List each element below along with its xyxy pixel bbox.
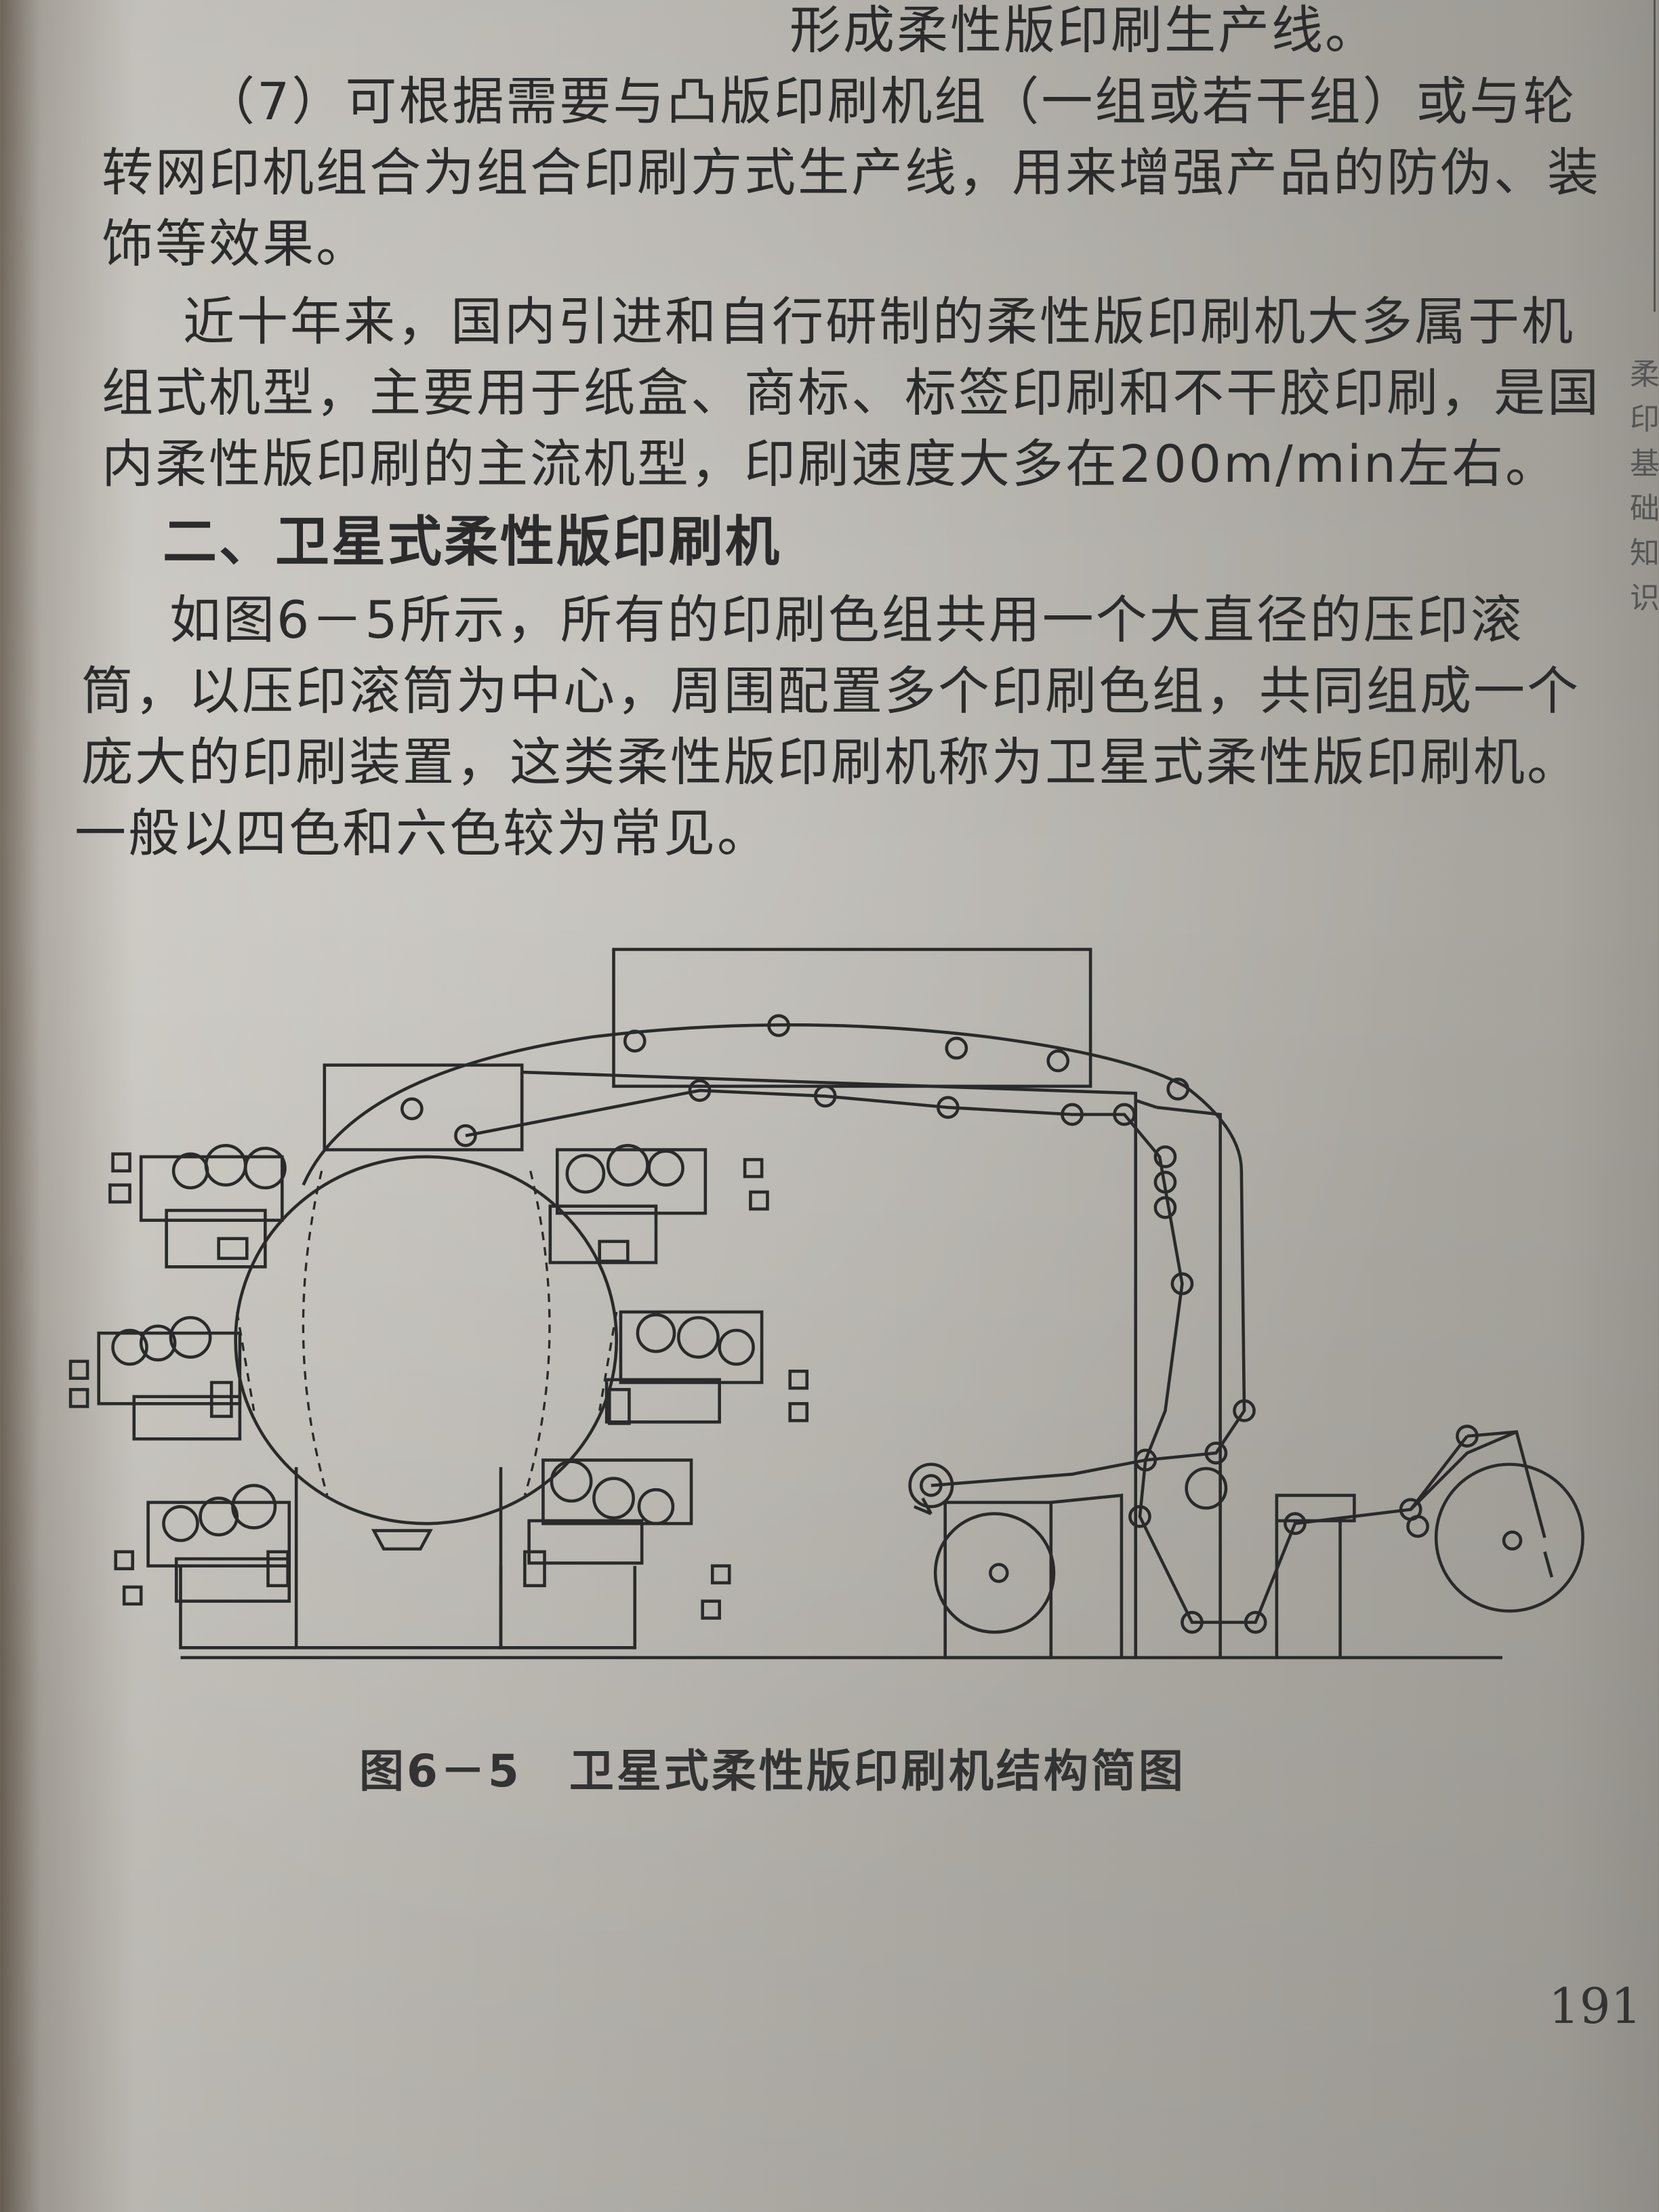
top-fragment-line: 形成柔性版印刷生产线。	[790, 0, 1378, 60]
printing-unit-right-bottom	[523, 1458, 731, 1620]
paragraph-2-line-3: 内柔性版印刷的主流机型，印刷速度大多在200m/min左右。	[102, 434, 1559, 494]
paragraph-3-line-4: 一般以四色和六色较为常见。	[75, 803, 771, 863]
web-path-lower	[465, 1088, 1184, 1488]
side-tab-label: 柔印基础知识	[1630, 357, 1659, 615]
paragraph-1-line-1: （7）可根据需要与凸版印刷机组（一组或若干组）或与轮	[203, 71, 1577, 131]
page-number: 191	[1549, 1978, 1642, 2034]
side-rule	[1654, 0, 1656, 312]
printing-unit-right-top	[548, 1143, 769, 1265]
paragraph-2-line-1: 近十年来，国内引进和自行研制的柔性版印刷机大多属于机	[183, 291, 1575, 352]
impression-cylinder	[234, 1155, 618, 1525]
printing-unit-left-top	[108, 1143, 287, 1269]
paragraph-3-line-2: 筒，以压印滚筒为中心，周围配置多个印刷色组，共同组成一个	[81, 661, 1580, 721]
figure-caption: 图6－5 卫星式柔性版印刷机结构简图	[359, 1745, 1186, 1797]
guide-rollers	[400, 1014, 1479, 1634]
cylinder-dashed-guides	[236, 1170, 618, 1496]
paragraph-2-line-2: 组式机型，主要用于纸盒、商标、标签印刷和不干胶印刷，是国	[102, 363, 1601, 423]
paragraph-3-line-1: 如图6－5所示，所有的印刷色组共用一个大直径的压印滚	[169, 590, 1524, 650]
printing-unit-left-bottom	[114, 1483, 291, 1606]
paragraph-1-line-3: 饰等效果。	[102, 213, 369, 274]
unwind-roll	[908, 1462, 1056, 1634]
printing-unit-left-middle	[68, 1315, 242, 1441]
paragraph-1-line-2: 转网印机组合为组合印刷方式生产线，用来增强产品的防伪、装	[102, 142, 1601, 203]
printing-unit-right-middle	[605, 1310, 808, 1425]
rewind-roll	[1409, 1430, 1584, 1613]
web-path-upper	[302, 1023, 1517, 1624]
machine-frame	[179, 947, 1502, 1660]
paragraph-3-line-3: 庞大的印刷装置，这类柔性版印刷机称为卫星式柔性版印刷机。	[81, 732, 1580, 792]
section-heading: 二、卫星式柔性版印刷机	[163, 510, 781, 573]
